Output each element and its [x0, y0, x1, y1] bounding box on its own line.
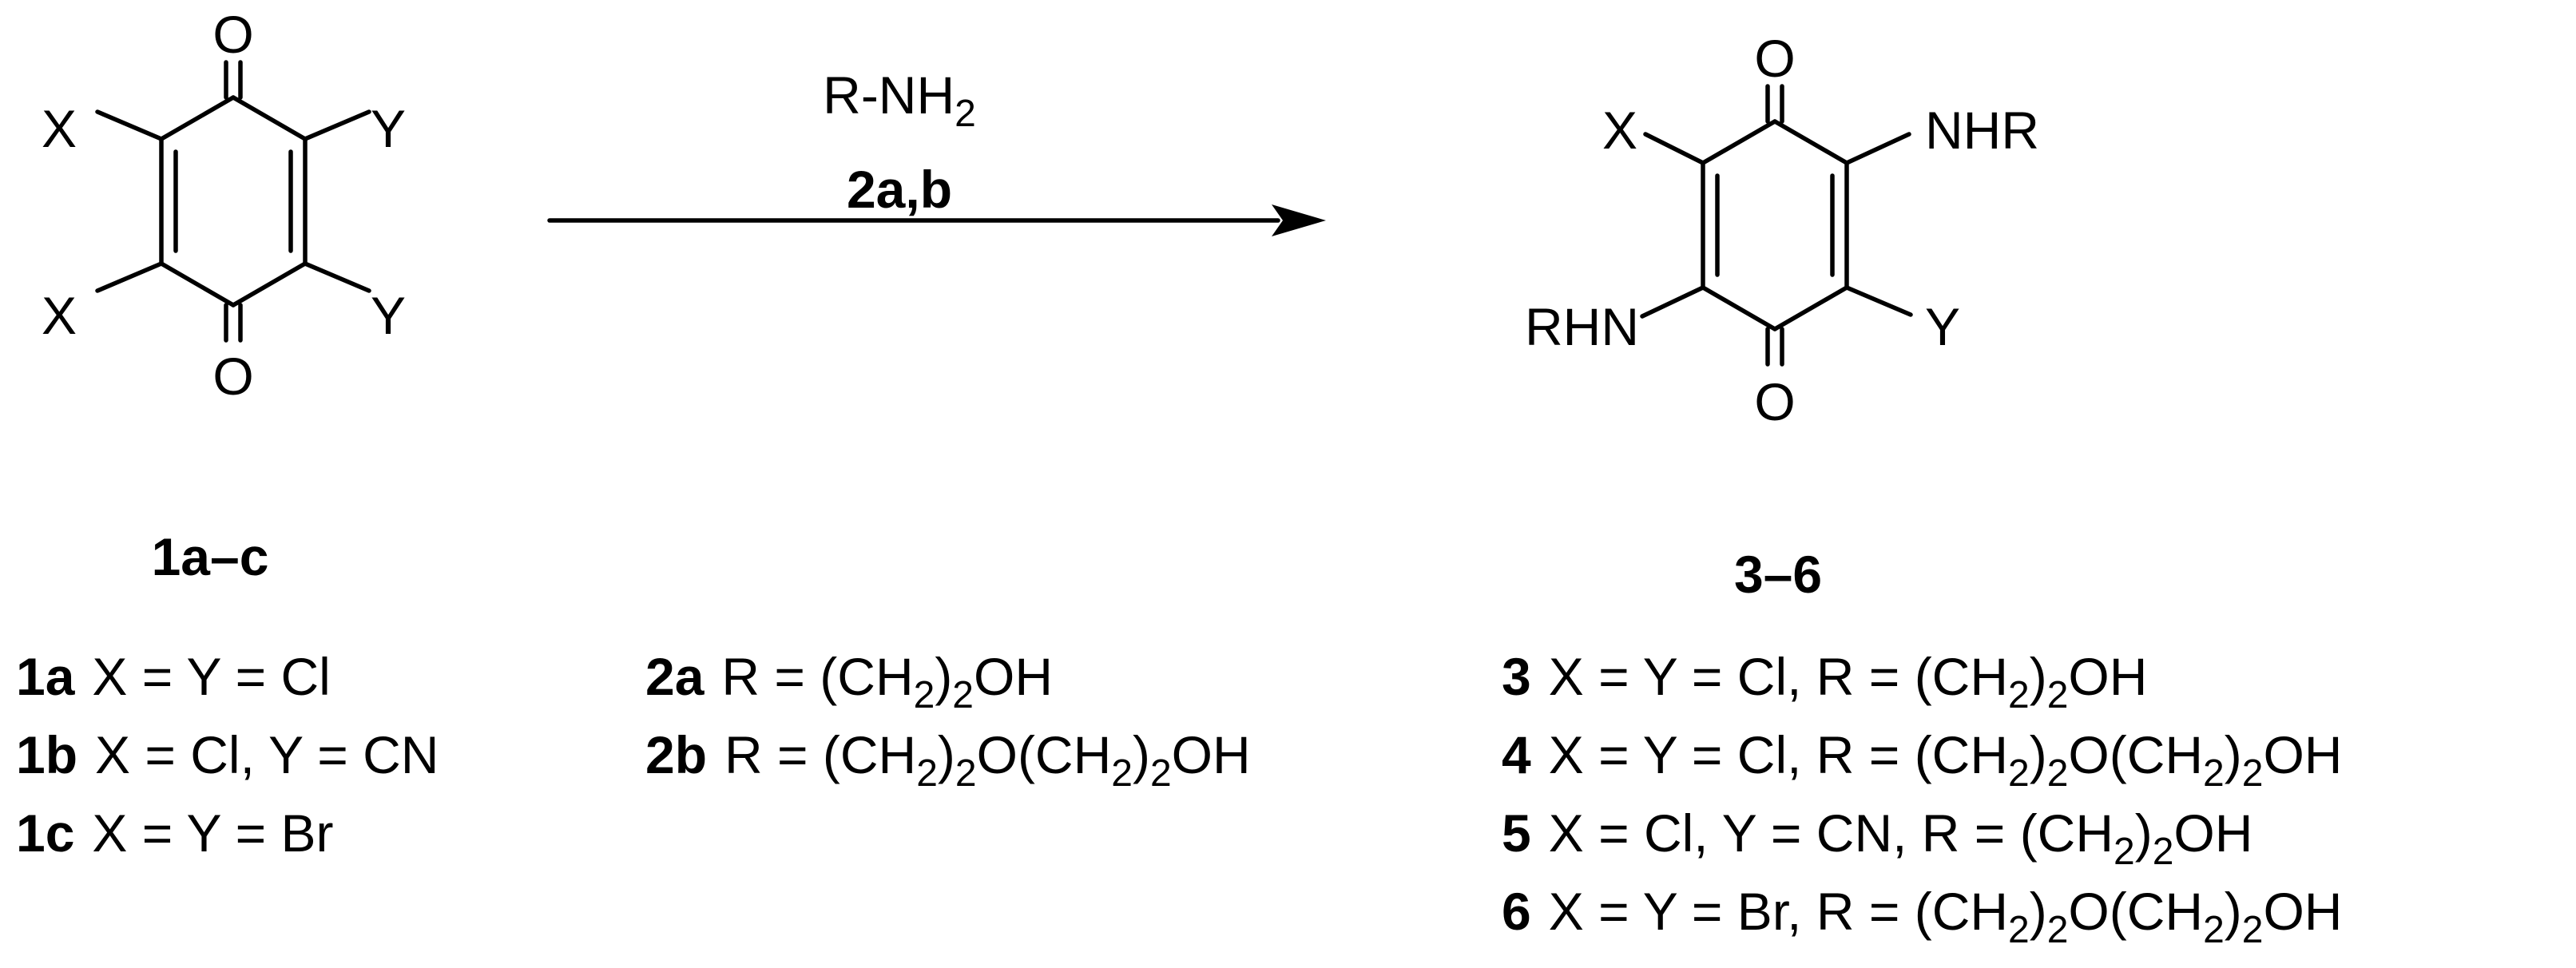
- product-carbonyl-bonds: [1765, 84, 1784, 367]
- product-o-top: O: [1754, 29, 1795, 88]
- arrow-head: [1272, 204, 1326, 236]
- product-structure: O O X NHR RHN Y: [1525, 29, 2039, 431]
- product-rhn: RHN: [1525, 297, 1639, 356]
- product-ring-bonds: [1701, 119, 1849, 331]
- reagent-compound-label: 2a,b: [847, 160, 952, 219]
- reactant-substituent-bonds: [95, 109, 371, 293]
- reactant-ring-bonds: [159, 95, 308, 307]
- reactant-o-top: O: [212, 5, 253, 64]
- reactant-x-top: X: [42, 99, 77, 158]
- reactant-carbonyl-bonds: [224, 60, 243, 343]
- reactant-compound-label: 1a–c: [152, 527, 269, 586]
- product-substituent-bonds: [1640, 132, 1913, 319]
- reactant-x-bottom: X: [42, 286, 77, 345]
- reactant-o-bottom: O: [212, 347, 253, 406]
- product-compound-label: 3–6: [1734, 545, 1822, 604]
- reactant-structure: O O X X Y Y: [42, 5, 406, 406]
- reagent-label: R-NH2 2a,b: [823, 65, 976, 219]
- reagent-formula: R-NH2: [823, 65, 976, 135]
- product-y: Y: [1925, 297, 1960, 356]
- reaction-arrow: [547, 204, 1326, 236]
- product-o-bottom: O: [1754, 372, 1795, 431]
- reactant-y-bottom: Y: [371, 286, 406, 345]
- reactant-y-top: Y: [371, 99, 406, 158]
- product-x: X: [1602, 101, 1637, 160]
- product-nhr: NHR: [1925, 101, 2039, 160]
